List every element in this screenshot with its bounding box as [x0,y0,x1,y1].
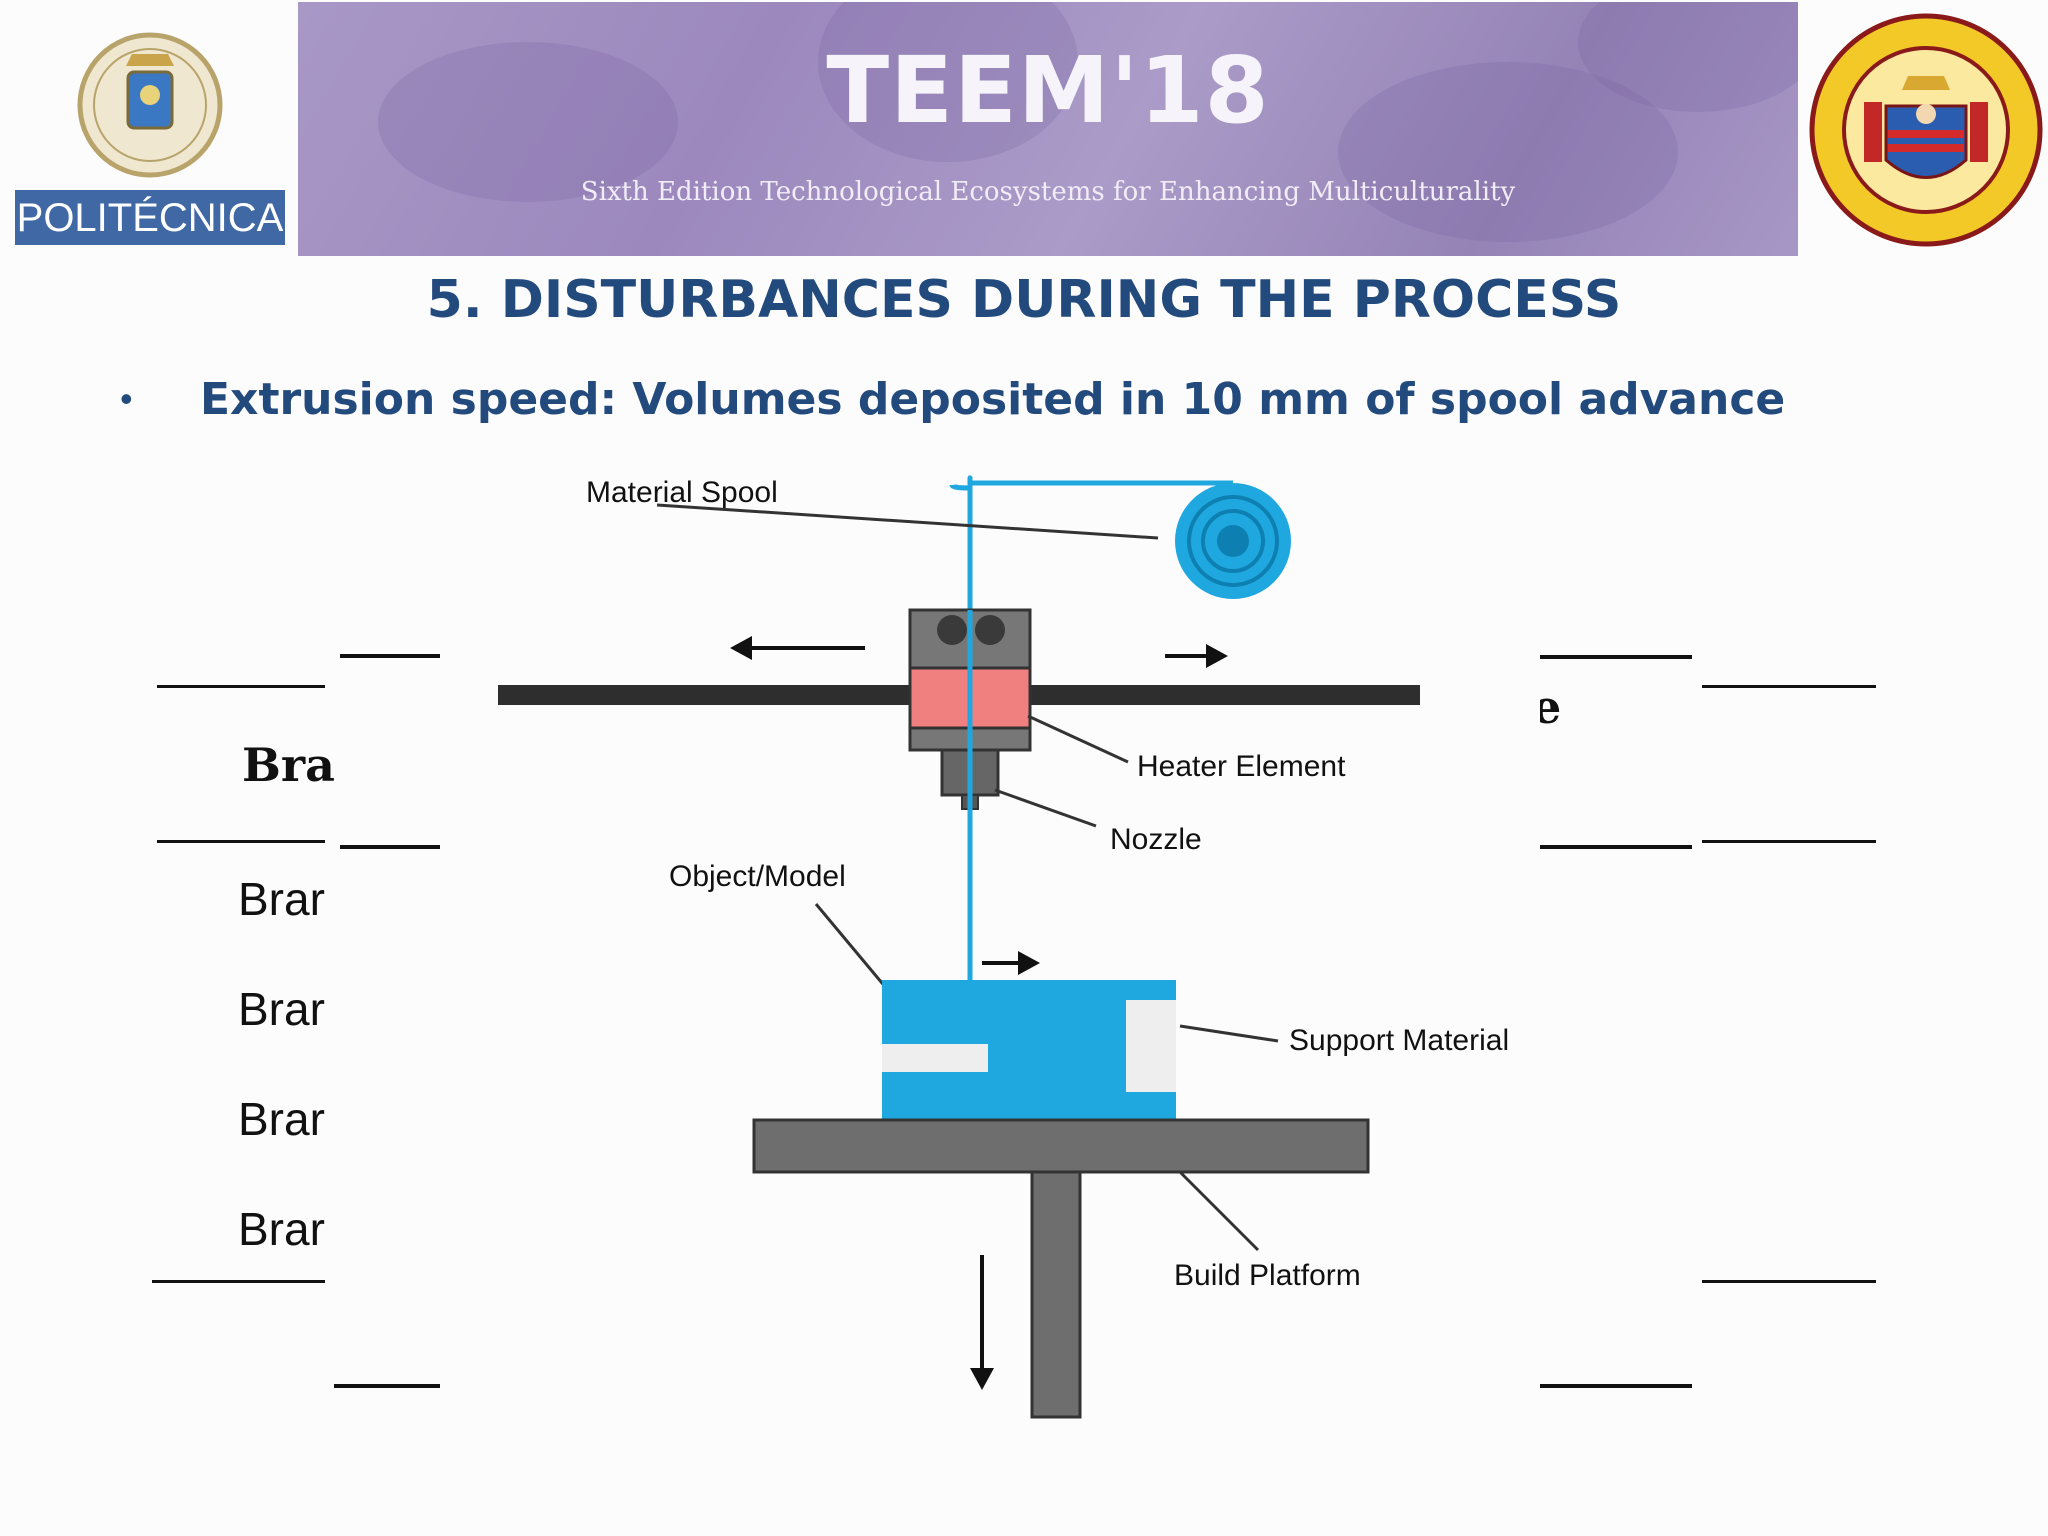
label-material-spool: Material Spool [586,476,778,509]
table-cell-fragment: Brar [238,1093,325,1145]
right-arrow-icon [1206,644,1228,668]
table-rule [340,845,498,849]
move-arrow-icon [1018,951,1040,975]
label-build-platform: Build Platform [1174,1259,1361,1292]
banner-title: TEEM'18 [826,37,1270,144]
banner-subtitle: Sixth Edition Technological Ecosystems f… [580,177,1516,207]
table-rule [1702,685,1876,688]
support-material-side [1126,1000,1176,1092]
support-material-inner [882,1044,988,1072]
table-cell-fragment: Brar [238,873,325,925]
politecnica-wordmark: POLITÉCNICA [17,195,284,240]
table-rule [1530,845,1692,849]
table-rule [334,1384,498,1388]
printed-object [882,980,1176,1120]
table-header-fragment: Bra [242,738,335,792]
bullet-text: Extrusion speed: Volumes deposited in 10… [200,374,1786,425]
label-heater-element: Heater Element [1137,750,1346,783]
table-cell-fragment: Brar [238,983,325,1035]
slide-title: 5. DISTURBANCES DURING THE PROCESS [426,270,1622,330]
label-support-material: Support Material [1289,1024,1509,1057]
platform-column [1030,1170,1082,1419]
table-rule [340,654,498,658]
down-arrow-icon [970,1368,994,1390]
table-rule [1702,840,1876,843]
table-rule [152,1280,325,1283]
table-rule [1530,1384,1692,1388]
table-rule [1530,655,1692,659]
material-spool [1175,483,1291,599]
table-cell-fragment: Brar [238,1203,325,1255]
table-rule [1702,1280,1876,1283]
build-platform [752,1118,1370,1174]
salerno-logo [1806,10,2046,250]
extruder-head [908,608,1032,980]
fdm-printer-diagram: Material Spool Heater Element Nozzle Obj… [440,460,1540,1440]
conference-banner: TEEM'18 Sixth Edition Technological Ecos… [298,2,1798,256]
table-rule [157,840,325,843]
left-arrow-icon [730,636,752,660]
label-nozzle: Nozzle [1110,823,1202,856]
bullet-marker: • [120,378,133,419]
label-object-model: Object/Model [669,860,846,893]
upm-logo: POLITÉCNICA [0,0,296,256]
table-rule [157,685,325,688]
